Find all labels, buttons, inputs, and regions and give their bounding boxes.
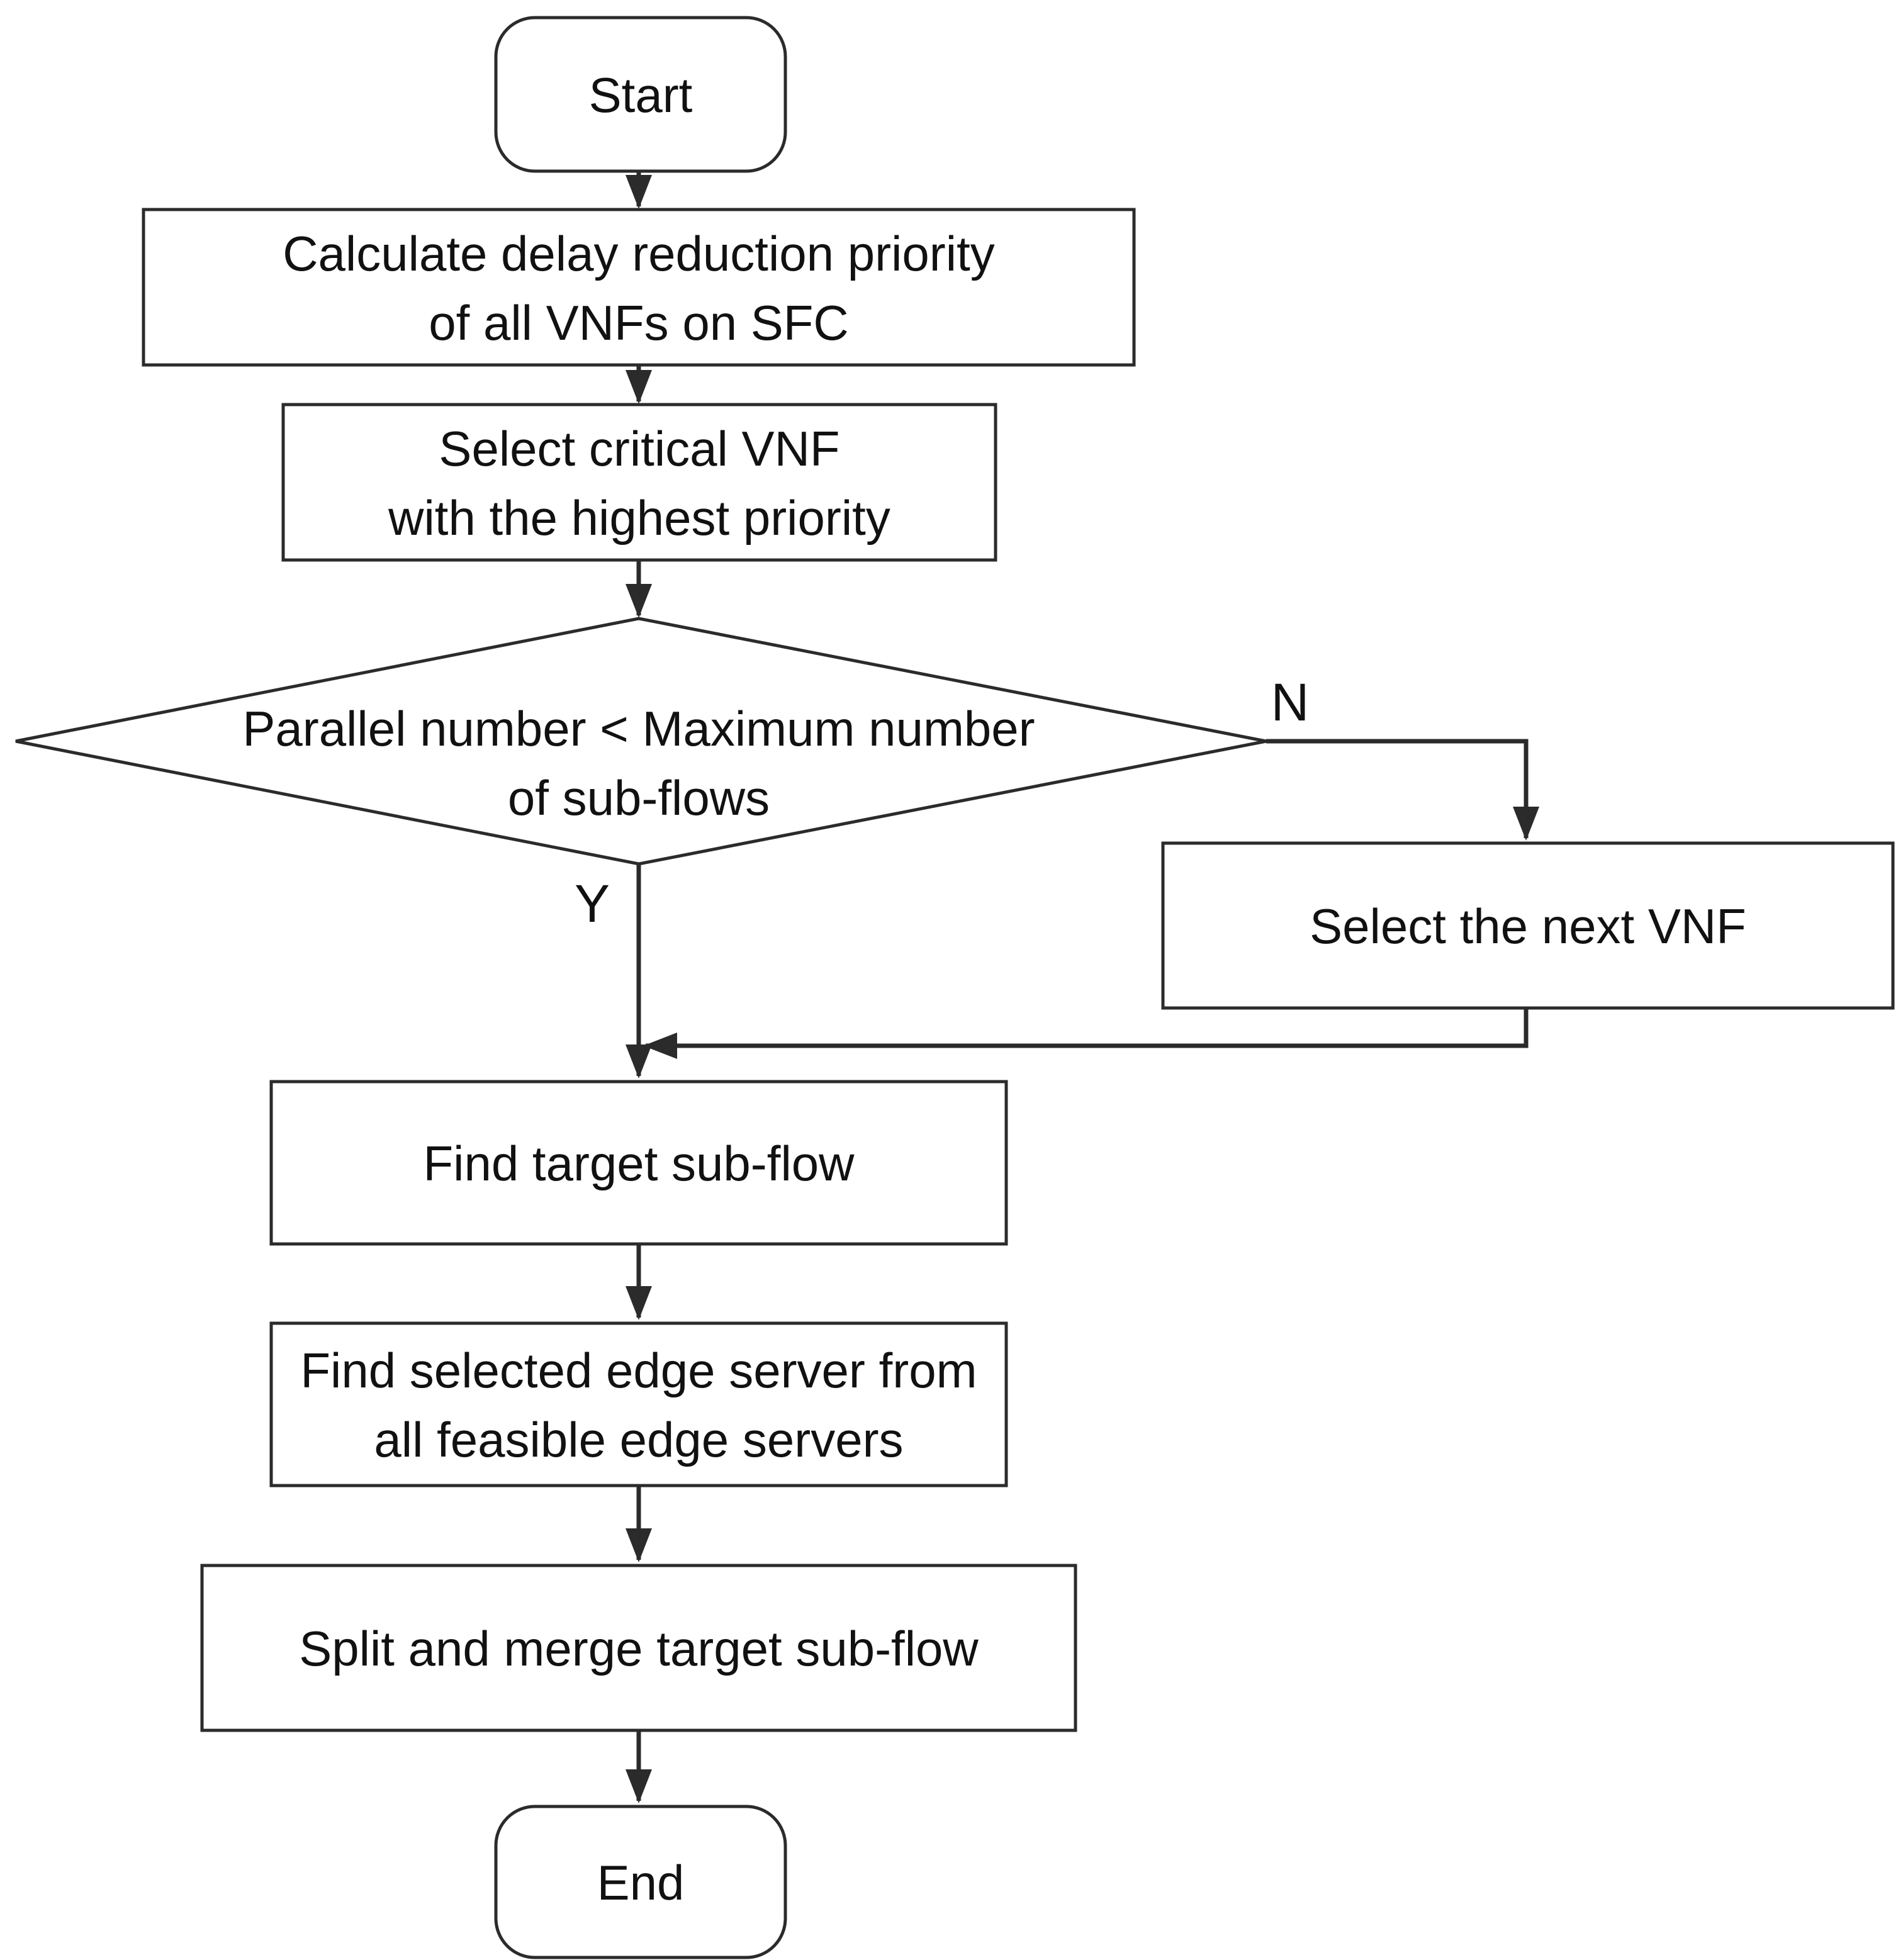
split-merge-shape bbox=[200, 1564, 1077, 1732]
branch-label-yes: Y bbox=[575, 874, 610, 933]
calc-priority-label-line2: of all VNFs on SFC bbox=[429, 295, 849, 350]
select-critical-label-line1: Select critical VNF bbox=[439, 421, 839, 476]
split-merge-label: Split and merge target sub-flow bbox=[299, 1621, 979, 1676]
find-edge-server-label-line2: all feasible edge servers bbox=[374, 1412, 903, 1467]
find-target-shape bbox=[269, 1080, 1008, 1246]
find-target-label: Find target sub-flow bbox=[424, 1136, 855, 1191]
find-edge-server-label-line1: Find selected edge server from bbox=[300, 1343, 977, 1398]
select-next-vnf-node: Select the next VNF bbox=[1161, 841, 1895, 1010]
select-critical-shape bbox=[281, 403, 997, 562]
end-node: End bbox=[494, 1805, 787, 1959]
calc-priority-shape bbox=[142, 208, 1136, 367]
find-target-node: Find target sub-flow bbox=[269, 1080, 1008, 1246]
connector-decision-no-to-select-next bbox=[1266, 739, 1539, 841]
branch-label-no: N bbox=[1271, 673, 1310, 732]
end-label: End bbox=[597, 1855, 685, 1910]
select-critical-node: Select critical VNF with the highest pri… bbox=[281, 403, 997, 562]
find-edge-server-shape bbox=[269, 1321, 1008, 1487]
start-label: Start bbox=[589, 67, 693, 123]
find-edge-server-node: Find selected edge server from all feasi… bbox=[269, 1321, 1008, 1487]
start-node: Start bbox=[494, 16, 787, 173]
parallel-check-label-line2: of sub-flows bbox=[508, 770, 770, 826]
start-shape bbox=[494, 16, 787, 173]
connector-select-next-return bbox=[643, 1008, 1529, 1059]
select-next-vnf-shape bbox=[1161, 841, 1895, 1010]
parallel-check-decision-node: Parallel number < Maximum number of sub-… bbox=[15, 617, 1267, 866]
end-shape bbox=[494, 1805, 787, 1959]
parallel-check-label-line1: Parallel number < Maximum number bbox=[242, 701, 1035, 756]
split-merge-node: Split and merge target sub-flow bbox=[200, 1564, 1077, 1732]
select-critical-label-line2: with the highest priority bbox=[388, 490, 890, 546]
select-next-vnf-label: Select the next VNF bbox=[1310, 899, 1746, 954]
calc-priority-node: Calculate delay reduction priority of al… bbox=[142, 208, 1136, 367]
calc-priority-label-line1: Calculate delay reduction priority bbox=[283, 226, 995, 281]
parallel-check-shape bbox=[15, 617, 1267, 866]
